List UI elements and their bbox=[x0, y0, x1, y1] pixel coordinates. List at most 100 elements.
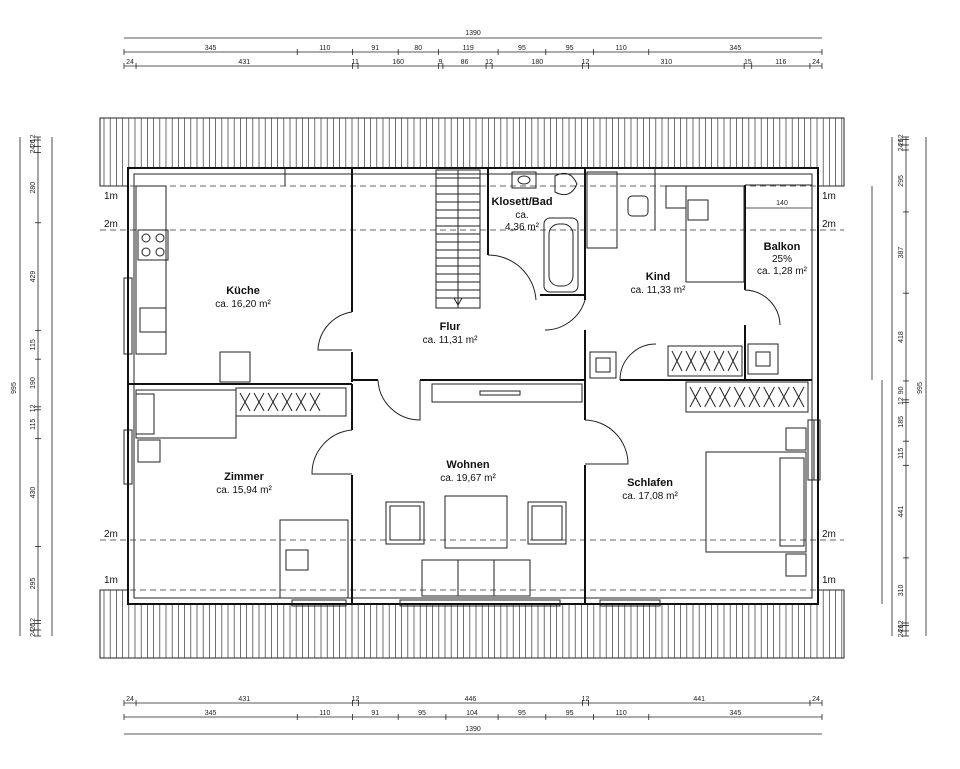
dim-segment-label: 80 bbox=[414, 45, 422, 52]
dim-segment-label: 431 bbox=[238, 696, 250, 703]
dim-balkon-width: 140 bbox=[776, 200, 788, 207]
room-name-flur: Flur bbox=[440, 321, 461, 333]
interior-walls bbox=[128, 168, 812, 604]
dim-segment-label: 431 bbox=[238, 59, 250, 66]
dim-segment-label: 24 bbox=[812, 696, 820, 703]
kind-fixtures bbox=[589, 185, 779, 379]
level-label-1m-left-bottom: 1m bbox=[104, 575, 118, 586]
wardrobe-hanger bbox=[671, 350, 683, 372]
dim-segment-label: 12 bbox=[352, 696, 360, 703]
windows bbox=[123, 277, 821, 607]
dim-segment-label: 110 bbox=[319, 710, 330, 717]
dim-segment-label: 110 bbox=[616, 710, 627, 717]
dim-bottom-total-label: 1390 bbox=[465, 726, 481, 733]
dim-segment-label: 24 bbox=[126, 59, 134, 66]
dim-segment-label: 160 bbox=[392, 59, 404, 66]
dim-segment-label: 95 bbox=[566, 710, 574, 717]
zimmer-fixtures bbox=[135, 387, 349, 599]
wardrobe-hanger bbox=[778, 386, 790, 408]
level-label-2m-left-top: 2m bbox=[104, 219, 118, 230]
dim-segment-label: 95 bbox=[518, 710, 526, 717]
room-area-kueche: ca. 16,20 m² bbox=[215, 299, 271, 310]
wardrobe-hanger bbox=[763, 386, 775, 408]
dim-segment-label: 190 bbox=[30, 377, 37, 389]
bathroom-fixtures bbox=[511, 171, 618, 293]
room-area-zimmer: ca. 15,94 m² bbox=[216, 485, 272, 496]
dim-segment-label: 115 bbox=[898, 448, 905, 459]
room-name-balkon: Balkon bbox=[764, 241, 801, 253]
level-labels: 1m 2m 2m 1m 1m 2m 2m 1m bbox=[104, 191, 836, 586]
dim-segment-label: 9 bbox=[439, 59, 443, 66]
kitchen-fixtures bbox=[135, 185, 251, 383]
dim-segment-label: 26 bbox=[30, 623, 37, 631]
level-label-1m-right-bottom: 1m bbox=[822, 575, 836, 586]
wardrobe-hanger bbox=[309, 392, 321, 412]
wardrobe-hanger bbox=[239, 392, 251, 412]
wardrobe-hanger bbox=[733, 386, 746, 408]
wardrobe-hanger bbox=[281, 392, 293, 412]
dim-segment-label: 110 bbox=[616, 45, 627, 52]
dim-segment-label: 91 bbox=[371, 710, 379, 717]
dim-top-total-label: 1390 bbox=[465, 30, 481, 37]
dim-segment-label: 90 bbox=[898, 386, 905, 394]
dim-segment-label: 295 bbox=[30, 578, 37, 590]
room-name-zimmer: Zimmer bbox=[224, 471, 264, 483]
wardrobe-hanger bbox=[719, 386, 731, 408]
room-name-bad: Klosett/Bad bbox=[491, 196, 552, 208]
room-area-balkon: ca. 1,28 m² bbox=[757, 266, 808, 277]
dim-segment-label: 26 bbox=[898, 138, 905, 146]
dim-segment-label: 24 bbox=[898, 144, 905, 152]
dim-segment-label: 441 bbox=[898, 506, 905, 518]
dim-segment-label: 24 bbox=[30, 146, 37, 154]
wardrobe-hanger bbox=[267, 392, 279, 412]
room-area-kind: ca. 11,33 m² bbox=[631, 285, 687, 296]
wardrobe-hanger bbox=[685, 350, 697, 372]
dimension-bottom-total: 1390 bbox=[124, 726, 822, 735]
schlafen-fixtures bbox=[685, 381, 815, 577]
dim-segment-label: 115 bbox=[30, 419, 37, 430]
dim-segment-label: 24 bbox=[30, 629, 37, 637]
dim-segment-label: 345 bbox=[205, 710, 217, 717]
dim-segment-label: 12 bbox=[898, 397, 905, 405]
dim-segment-label: 180 bbox=[531, 59, 543, 66]
level-label-2m-left-bottom: 2m bbox=[104, 529, 118, 540]
wardrobe-hanger bbox=[713, 350, 725, 372]
dim-segment-label: 95 bbox=[518, 45, 526, 52]
dim-segment-label: 345 bbox=[730, 710, 742, 717]
dim-segment-label: 430 bbox=[30, 487, 37, 499]
dim-segment-label: 24 bbox=[812, 59, 820, 66]
wohnen-fixtures bbox=[385, 383, 583, 597]
dimension-top-total: 1390 bbox=[124, 30, 822, 39]
dim-segment-label: 26 bbox=[898, 624, 905, 632]
dim-segment-label: 12 bbox=[30, 135, 37, 143]
dimension-right-outer: 995 bbox=[917, 137, 927, 636]
dim-segment-label: 429 bbox=[30, 271, 37, 283]
room-name-schlafen: Schlafen bbox=[627, 477, 673, 489]
dim-segment-label: 441 bbox=[693, 696, 705, 703]
dim-segment-label: 115 bbox=[30, 339, 37, 350]
wardrobe-hanger bbox=[253, 392, 265, 412]
room-name-wohnen: Wohnen bbox=[446, 459, 489, 471]
wardrobe-hanger bbox=[295, 392, 307, 412]
exterior-walls bbox=[127, 167, 819, 605]
wardrobe-hanger bbox=[748, 386, 761, 408]
dim-segment-label: 12 bbox=[898, 134, 905, 142]
balkon-dimension: 140 bbox=[745, 200, 812, 209]
dim-segment-label: 24 bbox=[898, 629, 905, 637]
room-area-schlafen: ca. 17,08 m² bbox=[622, 491, 678, 502]
dim-segment-label: 345 bbox=[205, 45, 217, 52]
room-name-kind: Kind bbox=[646, 271, 670, 283]
room-area-bad: 4,36 m² bbox=[505, 222, 540, 233]
wardrobe-hanger bbox=[699, 350, 711, 372]
room-area-flur: ca. 11,31 m² bbox=[423, 335, 479, 346]
staircase bbox=[435, 169, 481, 309]
dim-segment-label: 12 bbox=[485, 59, 493, 66]
room-area-wohnen: ca. 19,67 m² bbox=[440, 473, 496, 484]
dim-segment-label: 11 bbox=[352, 59, 359, 66]
